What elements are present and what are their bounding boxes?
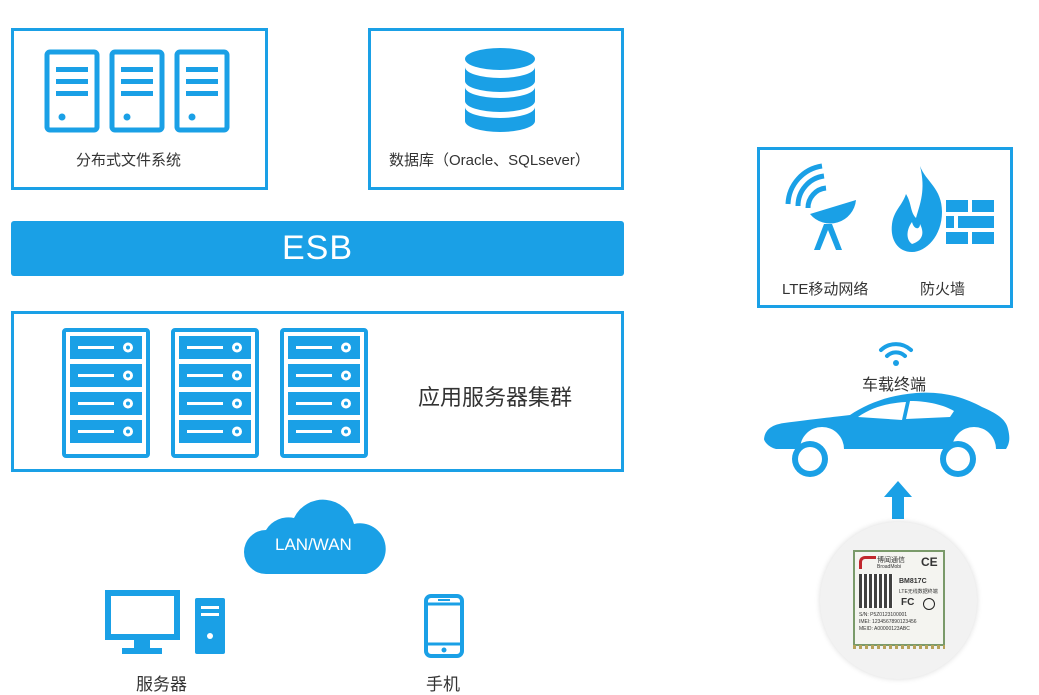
dfs-label: 分布式文件系统: [76, 152, 182, 169]
module-meid: MEID: A00000123ABC: [859, 626, 910, 632]
brand-logo-icon: [859, 556, 876, 569]
fc-mark-icon: FC: [901, 597, 915, 608]
lte-label: LTE移动网络: [782, 281, 869, 298]
arrow-up-icon: [884, 481, 912, 519]
lte-module-image: 博闻通信 BroadMobi CE BM817C LTE无线数据终端 FC S/…: [820, 522, 977, 679]
esb-bus: ESB: [11, 221, 624, 276]
module-pins: [853, 645, 945, 649]
ce-mark-icon: CE: [921, 555, 938, 569]
lte-firewall-panel: LTE移动网络 防火墙: [757, 147, 1013, 308]
dfs-panel: 分布式文件系统: [11, 28, 268, 190]
module-model: BM817C: [899, 578, 927, 585]
app-server-cluster-panel: 应用服务器集群: [11, 311, 624, 472]
mobile-phone-icon: [424, 594, 464, 658]
wifi-icon: [879, 342, 913, 366]
database-icon: [465, 48, 535, 132]
database-panel: 数据库（Oracle、SQLsever）: [368, 28, 624, 190]
file-servers-icon: [44, 49, 230, 133]
rack-servers-icon: [62, 328, 368, 458]
cloud-label: LAN/WAN: [275, 535, 352, 554]
module-sn: S/N: P5Z0123100001: [859, 612, 908, 618]
qr-code-icon: [859, 574, 893, 608]
satellite-dish-icon: [785, 163, 856, 250]
phone-label: 手机: [426, 675, 460, 694]
module-brand: 博闻通信: [877, 557, 905, 564]
ccc-mark-icon: [923, 598, 935, 610]
module-desc: LTE无线数据终端: [899, 589, 938, 595]
terminal-label: 车载终端: [862, 377, 927, 394]
firewall-label: 防火墙: [920, 281, 966, 298]
lte-module-chip: 博闻通信 BroadMobi CE BM817C LTE无线数据终端 FC S/…: [853, 550, 945, 649]
cloud-icon: [244, 499, 386, 574]
server-label: 服务器: [136, 675, 187, 694]
database-label: 数据库（Oracle、SQLsever）: [389, 152, 590, 169]
cluster-label: 应用服务器集群: [418, 385, 573, 410]
desktop-server-icon: [105, 590, 225, 654]
module-imei: IMEI: 1234567890123456: [859, 619, 917, 625]
car-icon: [764, 392, 1010, 477]
firewall-icon: [891, 166, 994, 252]
module-brand-en: BroadMobi: [877, 564, 902, 570]
